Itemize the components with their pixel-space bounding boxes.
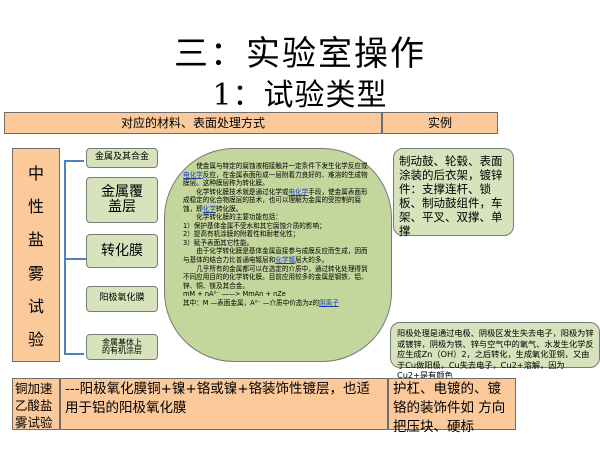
category-char: 性 xyxy=(27,196,44,216)
category-char: 试 xyxy=(27,296,44,316)
link-chemistry[interactable]: 化学 xyxy=(202,204,216,213)
item-organic-coating-line1: 金属基体上 xyxy=(102,337,142,347)
link-electrochemistry[interactable]: 电化学 xyxy=(183,170,203,179)
item-metal-alloy: 金属及其合金 xyxy=(86,148,158,168)
desc-formula: mM + nA²⁻ ——> MmAn + nZe xyxy=(183,290,286,299)
item-metal-coating-line1: 金属覆 xyxy=(101,184,143,201)
conversion-film-description: 使金属与特定的腐蚀液相接触并一定条件下发生化学反应或电化学反应，在金属表面形成一… xyxy=(164,148,392,362)
desc-text: 使金属与特定的腐蚀液相接触并一定条件下发生化学反应或 xyxy=(196,162,368,170)
bracket-connector xyxy=(64,160,84,355)
link-chemical-plating[interactable]: 化学镀 xyxy=(275,256,296,265)
examples-top-box: 制动鼓、轮毂、表面涂装的后衣架，镀锌件：支撑连杆、锁板、制动鼓组件，车架、平叉、… xyxy=(393,148,514,238)
desc-list-item: 3）赋予表面其它性能。 xyxy=(183,238,254,247)
page-title: 三：实验室操作 xyxy=(174,34,426,74)
desc-text: 由于化学转化膜是基体金属直接参与成膜反应而生成，因而与基体的结合力比普通电镀层和 xyxy=(183,247,368,265)
item-metal-coating-line2: 盖层 xyxy=(108,199,136,215)
desc-text: 层大的多。 xyxy=(295,256,329,265)
item-organic-coating-line2: 的有机涂层 xyxy=(102,346,142,355)
desc-list-item: 2）提高有机涂膜的附着性和耐老化性； xyxy=(183,230,300,239)
item-anodic-film: 阳极氧化膜 xyxy=(86,286,158,312)
link-electrochemistry[interactable]: 电化学 xyxy=(288,187,309,196)
desc-text: 化学转化膜的主要功能包括： xyxy=(196,213,282,222)
header-materials: 对应的材料、表面处理方式 xyxy=(4,112,382,134)
desc-text: 转化膜。 xyxy=(215,204,243,213)
examples-mid-box: 阳极处理是通过电极、阴极区发生失去电子，阳极为锌或镀锌，阴极为铁、锌与空气中的氧… xyxy=(390,322,600,380)
category-char: 验 xyxy=(27,330,44,350)
desc-text: 手段，使金属表面形成稳定的化合物膜层的技术，也可以理解为金属的受控制的腐蚀，即 xyxy=(183,187,368,213)
category-char: 盐 xyxy=(27,230,44,250)
cass-examples: 护杠、电镀的、镀铬的装饰件如 方向把压块、硬标 xyxy=(388,378,516,435)
bracket-connector-tick xyxy=(64,258,86,260)
item-conversion-film: 转化膜 xyxy=(86,234,158,268)
item-metal-coating: 金属覆 盖层 xyxy=(86,177,158,223)
item-organic-coating: 金属基体上 的有机涂层 xyxy=(86,334,158,360)
desc-text: 反应，在金属表面形成一层附着力良好的、难溶的生成物膜层。这种膜层称为转化膜。 xyxy=(183,170,368,188)
cass-materials: ---阳极氧化膜铜+镍+铬或镍+铬装饰性镀层，也适用于铝的阳极氧化膜 xyxy=(60,378,388,430)
neutral-salt-spray-test-label: 中 性 盐 雾 试 验 xyxy=(12,148,60,362)
page-subtitle: 1：试验类型 xyxy=(212,78,388,113)
link-anion[interactable]: 阴离子 xyxy=(319,298,339,307)
desc-text: 其中：M —表面金属，A²⁻ —介质中价态为z的 xyxy=(183,298,320,307)
desc-list-item: 1）保护基体金属不受水和其它腐蚀介质的影响； xyxy=(183,221,326,230)
desc-text: 化学转化膜技术就是通过化学或 xyxy=(196,187,289,196)
desc-text: 几乎所有的金属都可以在选定的介质中，通过转化处理得到不同应用目的的化学转化膜。目… xyxy=(183,264,368,290)
category-char: 中 xyxy=(27,163,44,183)
cass-test-label: 铜加速乙酸盐雾试验 xyxy=(12,378,60,430)
header-examples: 实例 xyxy=(382,112,498,134)
category-char: 雾 xyxy=(27,263,44,283)
